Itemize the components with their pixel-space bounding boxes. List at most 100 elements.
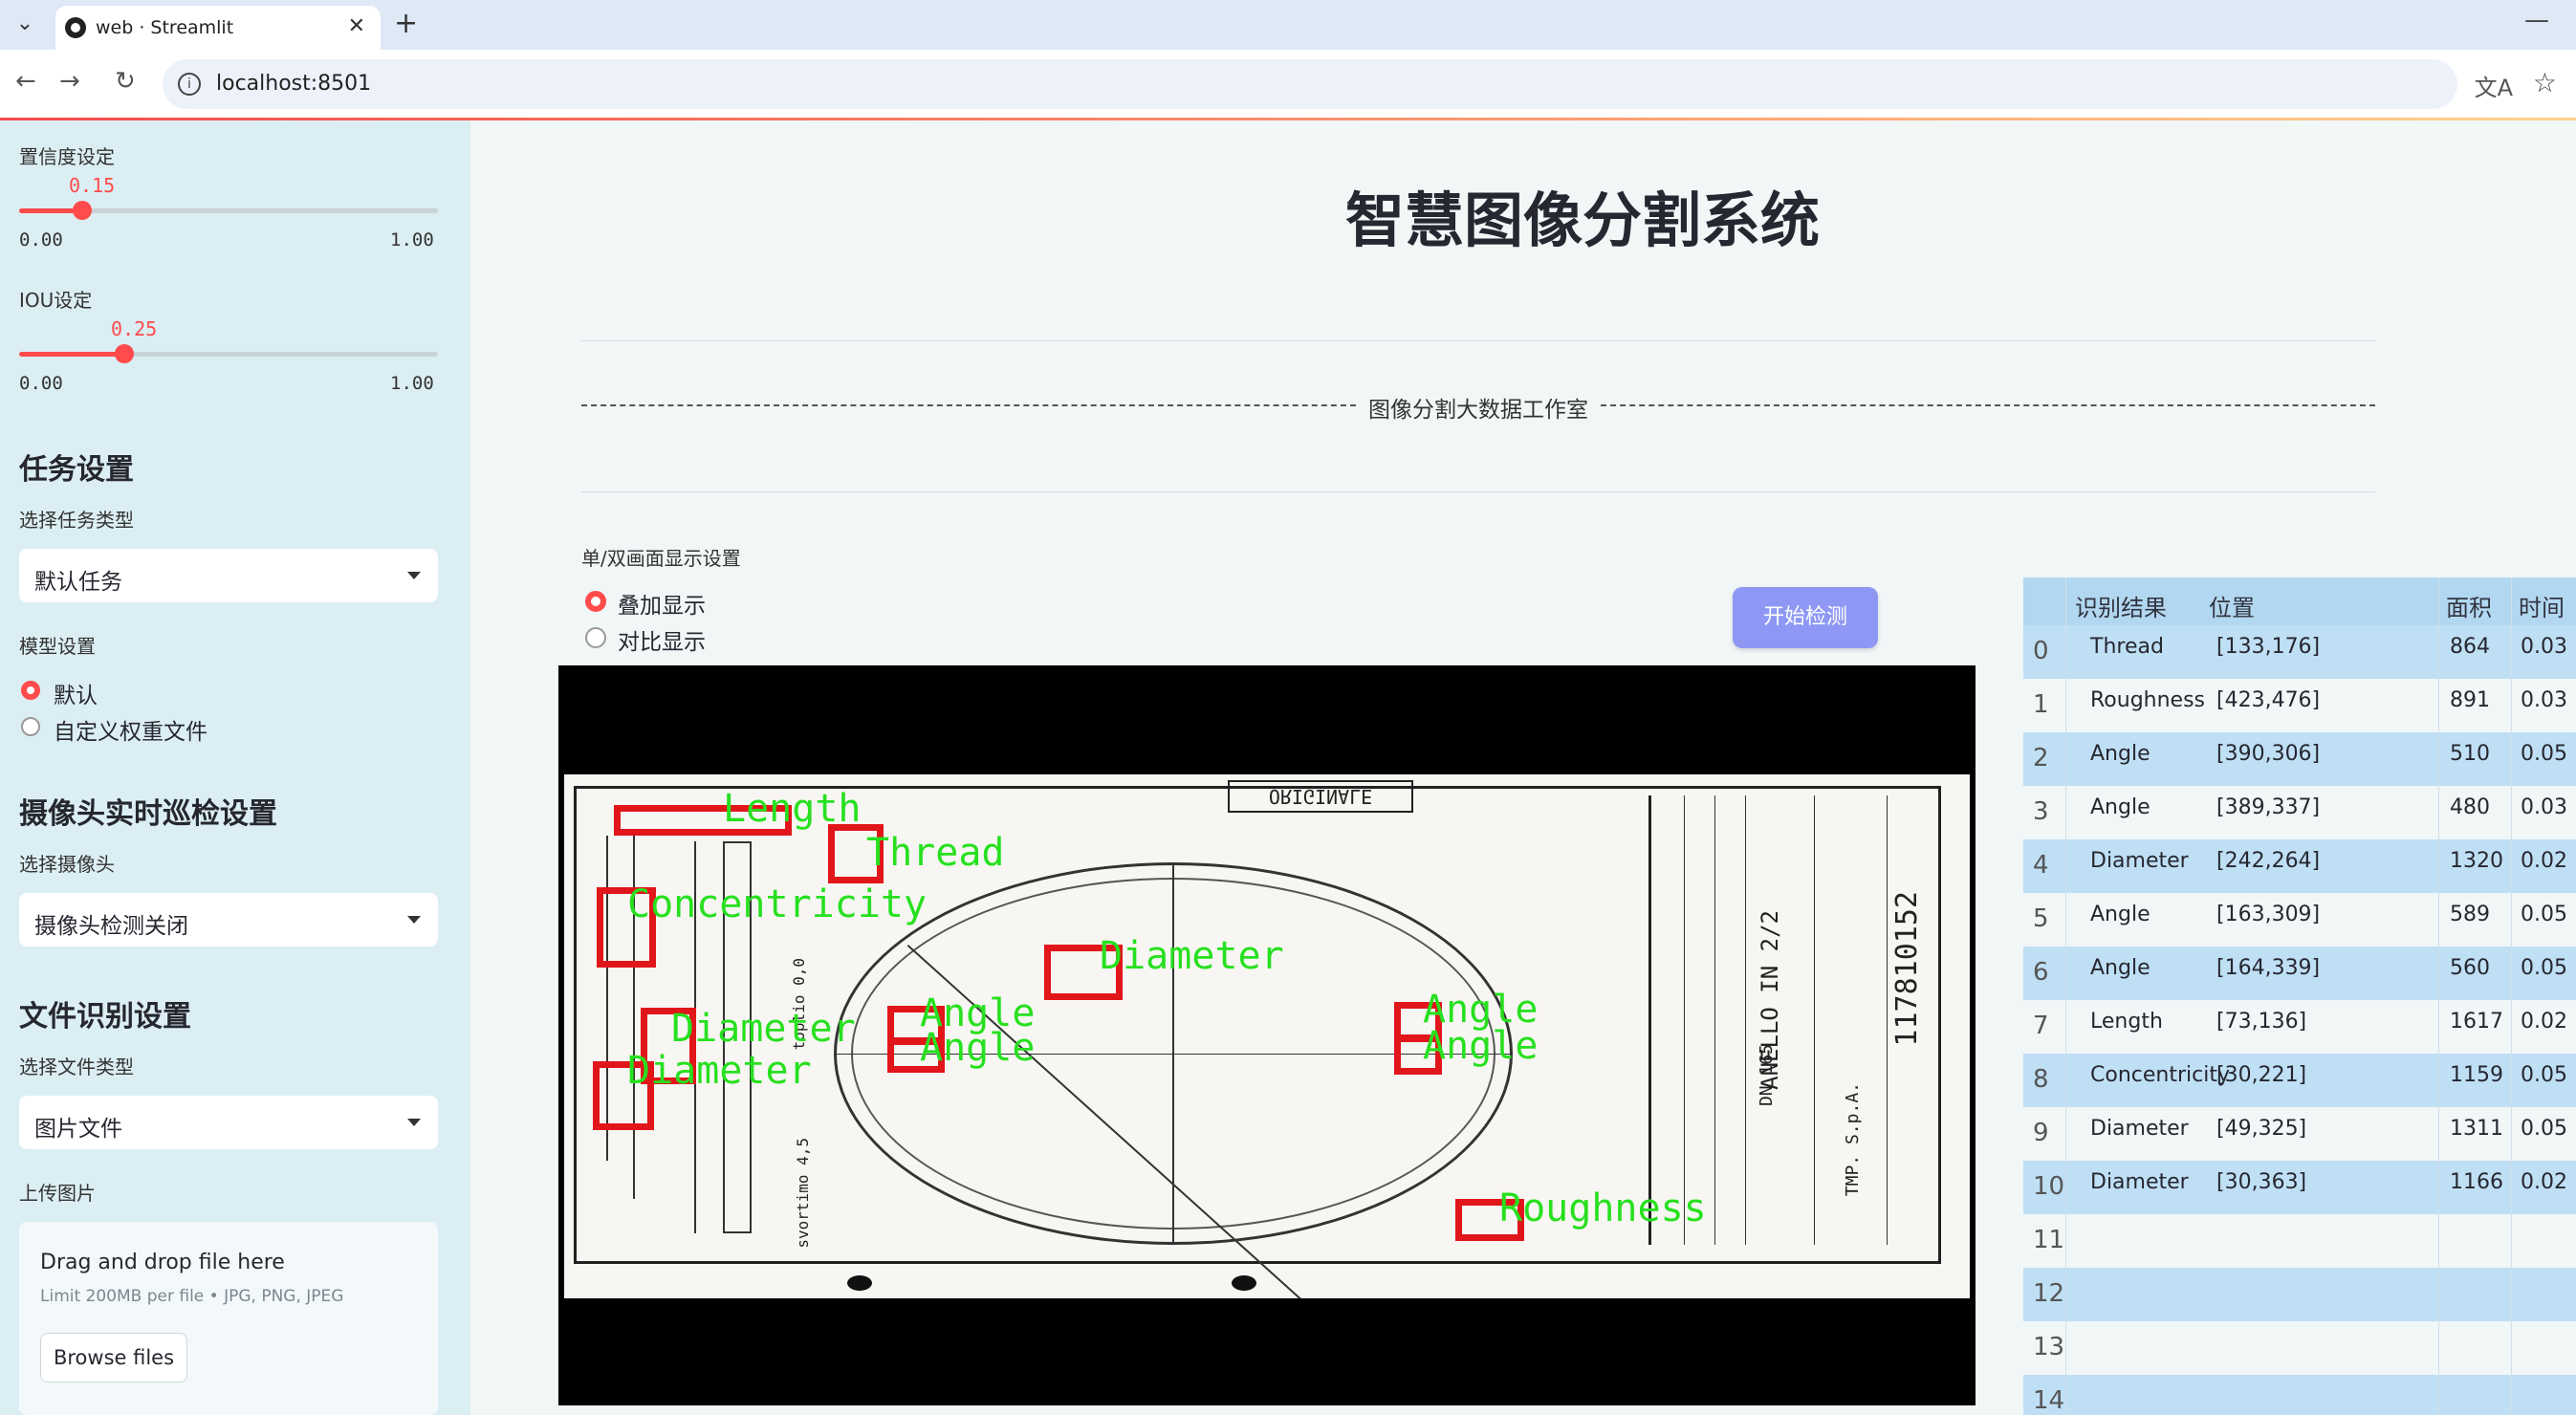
start-detection-button[interactable]: 开始检测 (1733, 587, 1878, 648)
row-index: 3 (2033, 797, 2049, 826)
task-type-label: 选择任务类型 (19, 509, 134, 532)
model-default-label[interactable]: 默认 (54, 684, 98, 708)
centerline-horizontal (834, 1054, 1513, 1055)
browser-tab-bar: ⌄ web · Streamlit ✕ + — (0, 0, 2576, 50)
tab-close-icon[interactable]: ✕ (347, 14, 365, 38)
position-cell: [30,221] (2216, 1063, 2307, 1087)
table-row[interactable]: 14 (2023, 1375, 2576, 1415)
result-cell: Diameter (2090, 1170, 2189, 1194)
minimize-icon[interactable]: — (2524, 6, 2549, 34)
reload-icon[interactable]: ↻ (115, 67, 136, 96)
divider (581, 491, 2375, 492)
confidence-slider[interactable] (19, 201, 438, 220)
back-icon[interactable]: ← (15, 67, 36, 96)
chevron-down-icon (407, 572, 421, 579)
model-custom-radio[interactable] (21, 717, 40, 736)
model-default-radio[interactable] (21, 681, 40, 700)
results-table-header: 识别结果 位置 面积 时间 (2023, 577, 2576, 625)
chevron-down-icon (407, 916, 421, 924)
time-cell: 0.05 (2521, 956, 2567, 980)
time-cell: 0.02 (2521, 1010, 2567, 1034)
col-header-result[interactable]: 识别结果 (2075, 595, 2167, 621)
time-cell: 0.03 (2521, 795, 2567, 819)
compare-display-radio[interactable] (585, 627, 606, 648)
detection-box (828, 824, 884, 883)
iou-label: IOU设定 (19, 289, 93, 312)
compare-display-label[interactable]: 对比显示 (618, 630, 706, 655)
camera-select[interactable]: 摄像头检测关闭 (19, 893, 438, 947)
row-index: 12 (2033, 1279, 2065, 1308)
iou-min: 0.00 (19, 373, 63, 394)
row-index: 1 (2033, 690, 2049, 719)
col-header-position[interactable]: 位置 (2209, 595, 2255, 621)
model-custom-label[interactable]: 自定义权重文件 (54, 720, 207, 745)
iou-slider-thumb[interactable] (115, 344, 134, 363)
file-type-select[interactable]: 图片文件 (19, 1096, 438, 1149)
iou-value: 0.25 (111, 317, 158, 340)
address-bar: ← → ↻ i localhost:8501 文A ☆ (0, 50, 2576, 119)
iou-slider[interactable] (19, 344, 438, 363)
title-block-column (1887, 795, 1888, 1245)
position-cell: [133,176] (2216, 635, 2321, 659)
punch-hole (1232, 1275, 1256, 1291)
technical-drawing: ORIGINALE toplio 0,0 svortimo 4,5 ANELLO… (564, 774, 1970, 1298)
task-type-select[interactable]: 默认任务 (19, 549, 438, 602)
url-text[interactable]: localhost:8501 (216, 72, 372, 96)
area-cell: 1320 (2450, 849, 2503, 873)
title-block-column (1745, 795, 1746, 1245)
col-header-time[interactable]: 时间 (2519, 595, 2565, 621)
company-name: TMP. S.p.A. (1843, 1082, 1863, 1197)
tab-title: web · Streamlit (96, 17, 234, 38)
table-row[interactable]: 13 (2023, 1321, 2576, 1375)
area-cell: 1617 (2450, 1010, 2503, 1034)
omnibox[interactable]: i localhost:8501 (163, 59, 2457, 109)
overlay-display-label[interactable]: 叠加显示 (618, 594, 706, 619)
confidence-slider-thumb[interactable] (73, 201, 92, 220)
chevron-down-icon (407, 1119, 421, 1126)
table-grid-line (2065, 577, 2066, 1415)
time-cell: 0.03 (2521, 688, 2567, 712)
site-info-icon[interactable]: i (178, 73, 201, 96)
dn-label: DN 165 (1757, 1044, 1777, 1107)
browse-files-button[interactable]: Browse files (40, 1333, 187, 1382)
result-cell: Diameter (2090, 1117, 2189, 1141)
position-cell: [423,476] (2216, 688, 2321, 712)
translate-icon[interactable]: 文A (2474, 75, 2513, 101)
streamlit-header-stripe (0, 118, 2576, 120)
confidence-value: 0.15 (69, 174, 116, 197)
new-tab-icon[interactable]: + (394, 7, 419, 40)
col-header-area[interactable]: 面积 (2446, 595, 2492, 621)
table-row[interactable]: 12 (2023, 1268, 2576, 1321)
row-index: 5 (2033, 904, 2049, 933)
drawing-border (574, 786, 1941, 1264)
result-cell: Angle (2090, 795, 2150, 819)
overlay-display-radio[interactable] (585, 591, 606, 612)
drawing-number: 117810152 (1890, 891, 1924, 1047)
detection-label: Concentricity (627, 882, 928, 926)
file-uploader-dropzone[interactable]: Drag and drop file here Limit 200MB per … (19, 1222, 438, 1415)
table-row[interactable]: 11 (2023, 1214, 2576, 1268)
browser-tab[interactable]: web · Streamlit ✕ (55, 6, 381, 50)
area-cell: 560 (2450, 956, 2490, 980)
uploader-limit: Limit 200MB per file • JPG, PNG, JPEG (40, 1287, 344, 1306)
detection-box (1394, 1034, 1442, 1075)
punch-hole (847, 1275, 872, 1291)
result-cell: Diameter (2090, 849, 2189, 873)
tab-search-chevron-icon[interactable]: ⌄ (15, 11, 34, 35)
bookmark-star-icon[interactable]: ☆ (2532, 67, 2557, 98)
dimension-line (606, 836, 608, 1161)
forward-icon[interactable]: → (59, 67, 80, 96)
